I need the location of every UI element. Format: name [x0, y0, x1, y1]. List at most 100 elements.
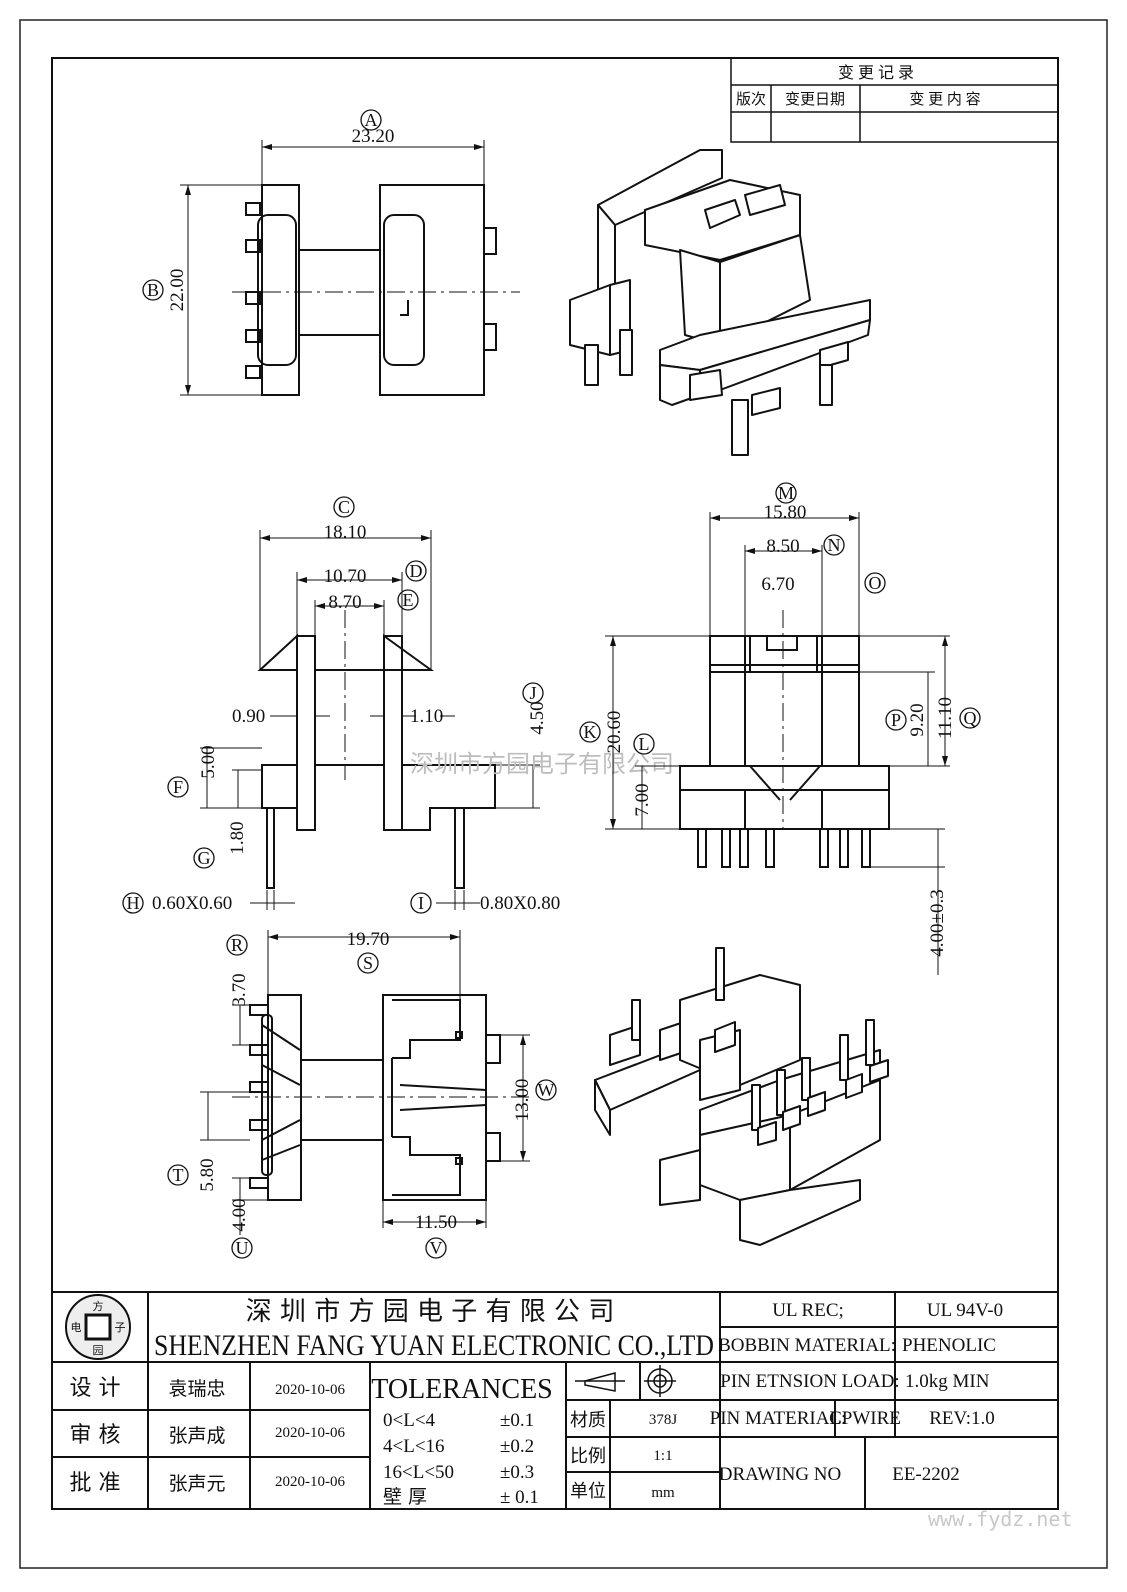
pin-material-label: PIN MATERIAL: — [710, 1408, 847, 1429]
dim-q: 11.10 — [935, 697, 956, 739]
callout-u: U — [231, 1237, 253, 1259]
scale-value: 1:1 — [653, 1448, 672, 1464]
tol-range-1: 0<L<4 — [383, 1410, 436, 1431]
svg-text:H: H — [127, 893, 140, 913]
tol-range-3: 16<L<50 — [383, 1462, 454, 1483]
change-col-version: 版次 — [736, 91, 766, 108]
svg-text:Q: Q — [964, 708, 977, 728]
svg-text:U: U — [236, 1238, 249, 1258]
revision: REV:1.0 — [929, 1408, 995, 1429]
callout-f: F — [167, 776, 189, 798]
name-review: 张声成 — [168, 1425, 225, 1447]
dim-a: 23.20 — [352, 126, 395, 147]
inner-border — [51, 57, 1059, 1510]
side-view — [679, 635, 890, 868]
callout-r: R — [226, 934, 248, 956]
dim-t: 5.80 — [197, 1158, 218, 1191]
title-block-grid — [52, 1291, 1058, 1509]
callout-j: J — [522, 682, 544, 704]
dim-j: 4.50 — [527, 701, 548, 734]
callout-m: M — [775, 482, 797, 504]
svg-text:L: L — [639, 734, 650, 754]
svg-text:V: V — [430, 1238, 443, 1258]
callout-p: P — [885, 709, 907, 731]
svg-text:方: 方 — [93, 1299, 104, 1313]
scale-label: 比例 — [570, 1446, 606, 1467]
isometric-view-bottom — [594, 947, 889, 1246]
role-approve: 批 准 — [70, 1471, 121, 1496]
pin-load-value: 1.0kg MIN — [905, 1371, 990, 1392]
dim-b: 22.00 — [167, 269, 188, 312]
dim-u: 4.00 — [229, 1198, 250, 1231]
dim-e: 8.70 — [328, 592, 361, 613]
ul-rec-label: UL REC; — [772, 1300, 844, 1321]
front-view-dims — [200, 530, 540, 910]
material-label: 材质 — [570, 1410, 606, 1431]
bottom-view-dims — [200, 930, 530, 1235]
change-record-table — [730, 57, 1059, 143]
svg-text:A: A — [365, 110, 378, 130]
tol-value-1: ±0.1 — [500, 1410, 534, 1431]
svg-text:E: E — [403, 590, 414, 610]
svg-text:J: J — [529, 683, 536, 703]
callout-b: B — [142, 279, 164, 301]
dim-n: 8.50 — [766, 536, 799, 557]
dim-g: 1.80 — [227, 821, 248, 854]
company-name-cn: 深 圳 市 方 园 电 子 有 限 公 司 — [246, 1297, 615, 1327]
tol-range-4: 壁 厚 — [383, 1486, 427, 1508]
pin-material-value: CPWIRE — [829, 1408, 901, 1429]
svg-text:N: N — [828, 535, 841, 555]
svg-text:G: G — [198, 848, 211, 868]
change-record-title: 变 更 记 录 — [838, 64, 914, 82]
tol-value-4: ± 0.1 — [500, 1487, 539, 1508]
callout-w: W — [535, 1079, 557, 1101]
svg-text:园: 园 — [93, 1344, 104, 1357]
dim-d: 10.70 — [324, 566, 367, 587]
dim-l: 7.00 — [632, 783, 653, 816]
dim-pin-length: 4.00±0.3 — [927, 889, 948, 956]
callout-g: G — [193, 847, 215, 869]
callout-q: Q — [959, 707, 981, 729]
dim-s: 19.70 — [347, 929, 390, 950]
svg-text:电: 电 — [71, 1321, 82, 1334]
outer-border — [19, 19, 1108, 1569]
top-view-dims — [180, 140, 485, 396]
dim-w: 13.00 — [512, 1079, 533, 1122]
tol-value-2: ±0.2 — [500, 1436, 534, 1457]
role-review: 审 核 — [70, 1423, 121, 1448]
change-col-date: 变更日期 — [785, 91, 845, 108]
tolerances-title: TOLERANCES — [371, 1374, 553, 1405]
drawing-no-label: DRAWING NO — [719, 1464, 842, 1485]
svg-text:C: C — [338, 497, 350, 517]
callout-d: D — [405, 560, 427, 582]
role-design: 设 计 — [70, 1376, 121, 1401]
svg-text:B: B — [147, 280, 159, 300]
callout-i: I — [410, 892, 432, 914]
dim-r: 3.70 — [229, 973, 250, 1006]
callout-e: E — [397, 589, 419, 611]
dim-v: 11.50 — [415, 1212, 457, 1233]
svg-text:O: O — [869, 573, 882, 593]
site-watermark: www.fydz.net — [928, 1507, 1073, 1531]
svg-text:P: P — [891, 710, 901, 730]
callout-v: V — [425, 1237, 447, 1259]
material-value: 378J — [649, 1412, 678, 1428]
name-design: 袁瑞忠 — [168, 1378, 225, 1400]
dim-m: 15.80 — [764, 502, 807, 523]
callout-l: L — [633, 733, 655, 755]
name-approve: 张声元 — [168, 1473, 225, 1495]
svg-text:W: W — [538, 1080, 555, 1100]
svg-text:T: T — [173, 1165, 184, 1185]
callout-n: N — [823, 534, 845, 556]
drawing-no-value: EE-2202 — [892, 1464, 960, 1485]
tol-value-3: ±0.3 — [500, 1462, 534, 1483]
callout-a: A — [360, 109, 382, 131]
unit-label: 单位 — [570, 1481, 606, 1502]
dim-k: 20.60 — [604, 711, 625, 754]
svg-text:S: S — [363, 953, 373, 973]
dim-f: 5.00 — [198, 745, 219, 778]
dim-i: 0.80X0.80 — [480, 893, 560, 914]
company-name-en: SHENZHEN FANG YUAN ELECTRONIC CO.,LTD — [154, 1329, 714, 1362]
dim-left-wall: 0.90 — [232, 706, 265, 727]
dim-c: 18.10 — [324, 522, 367, 543]
